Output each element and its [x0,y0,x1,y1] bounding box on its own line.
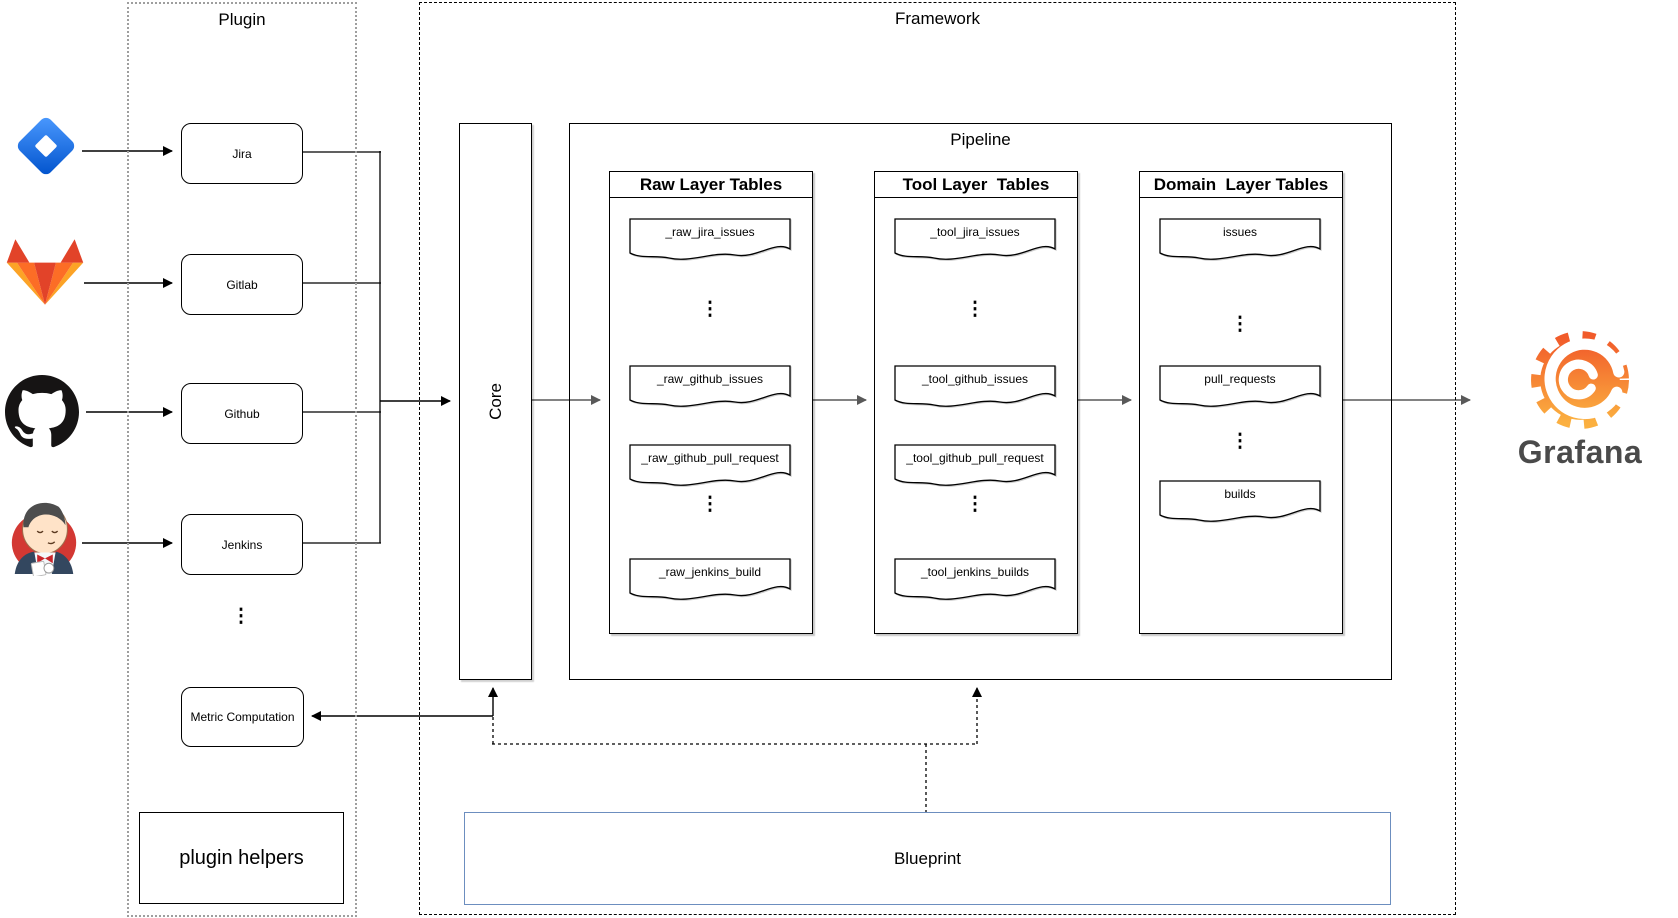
table-doc-_raw_github_issues: _raw_github_issues [629,365,791,409]
pipeline-title: Pipeline [950,130,1011,149]
layer-column-1-ellipsis: ⋮ [965,494,985,515]
framework-panel-title: Framework [894,9,980,28]
layer-column-2-ellipsis: ⋮ [1230,314,1250,335]
gitlab-logo-icon [6,235,84,314]
plugin-panel: Plugin [127,2,357,917]
plugin-node-gitlab-label: Gitlab [226,277,258,292]
table-doc-_raw_github_pull_request: _raw_github_pull_request [629,444,791,488]
plugin-panel-title: Plugin [218,10,266,29]
table-doc-_raw_github_issues-label: _raw_github_issues [656,372,764,386]
table-doc-_tool_github_issues: _tool_github_issues [894,365,1056,409]
plugin-helpers-label: plugin helpers [179,846,304,869]
core-label: Core [485,383,505,420]
table-doc-issues-label: issues [1222,225,1257,239]
table-doc-_raw_jira_issues-label: _raw_jira_issues [665,225,755,239]
blueprint-box: Blueprint [464,812,1391,905]
jira-logo-icon [8,108,84,189]
metric-computation-node: Metric Computation [181,687,304,747]
table-doc-_tool_github_issues-label: _tool_github_issues [921,372,1029,386]
table-doc-_tool_github_pull_request-label: _tool_github_pull_request [906,451,1044,465]
plugin-node-gitlab: Gitlab [181,254,303,315]
table-doc-_raw_jenkins_build: _raw_jenkins_build [629,558,791,602]
pipeline-box: Pipeline [569,123,1392,680]
plugin-node-jenkins-label: Jenkins [221,537,263,552]
github-logo-icon [5,375,79,454]
layer-column-2-ellipsis: ⋮ [1230,431,1250,452]
layer-column-2-title: Domain Layer Tables [1140,172,1342,198]
framework-panel: Framework [419,2,1456,915]
table-doc-_tool_github_pull_request: _tool_github_pull_request [894,444,1056,488]
layer-column-1-ellipsis: ⋮ [965,299,985,320]
table-doc-_tool_jira_issues: _tool_jira_issues [894,218,1056,262]
table-doc-issues: issues [1159,218,1321,262]
layer-column-1-title: Tool Layer Tables [875,172,1077,198]
table-doc-_raw_jira_issues: _raw_jira_issues [629,218,791,262]
table-doc-_tool_jenkins_builds: _tool_jenkins_builds [894,558,1056,602]
plugin-node-github: Github [181,383,303,444]
blueprint-label: Blueprint [893,848,962,868]
metric-computation-label: Metric Computation [190,710,295,724]
jenkins-logo-icon [5,494,83,581]
table-doc-_raw_jenkins_build-label: _raw_jenkins_build [658,565,762,579]
table-doc-_raw_github_pull_request-label: _raw_github_pull_request [641,451,779,465]
plugin-node-jenkins: Jenkins [181,514,303,575]
table-doc-pull_requests-label: pull_requests [1204,372,1276,386]
plugin-node-jira: Jira [181,123,303,184]
table-doc-builds: builds [1159,480,1321,524]
plugin-node-github-label: Github [224,406,260,421]
grafana-wordmark: Grafana [1517,434,1643,470]
layer-column-0-title: Raw Layer Tables [610,172,812,198]
table-doc-_tool_jenkins_builds-label: _tool_jenkins_builds [920,565,1030,579]
grafana-logo-icon [1531,331,1629,429]
table-doc-_tool_jira_issues-label: _tool_jira_issues [930,225,1020,239]
plugin-helpers-box: plugin helpers [139,812,344,904]
core-box: Core [459,123,532,680]
plugin-node-jira-label: Jira [232,146,252,161]
table-doc-pull_requests: pull_requests [1159,365,1321,409]
layer-column-0-ellipsis: ⋮ [700,494,720,515]
table-doc-builds-label: builds [1224,487,1256,501]
layer-column-0-ellipsis: ⋮ [700,299,720,320]
plugin-ellipsis: ⋮ [231,606,251,627]
grafana-output: Grafana [1498,326,1662,471]
